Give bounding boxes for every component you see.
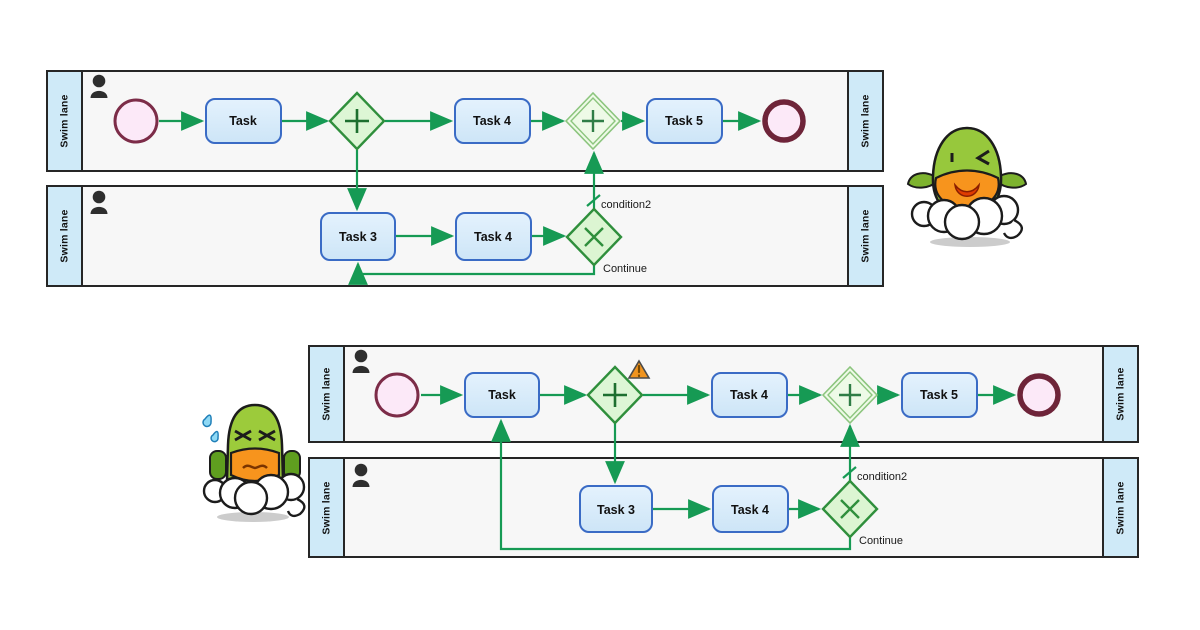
cloud-curl	[286, 497, 306, 518]
cloud	[202, 472, 306, 518]
lane-bottom-1: Swim lane Swim lane	[308, 345, 1139, 443]
mascot-left-arm	[209, 450, 227, 480]
mascot-squeezed-eyes	[234, 429, 276, 442]
diagram-top: Swim lane Swim lane Swim lane Swim lane	[46, 70, 884, 287]
lane-label-strip: Swim lane	[847, 187, 882, 285]
cloud	[910, 194, 1023, 241]
lane-label-strip: Swim lane	[1102, 347, 1137, 441]
diagram-bottom: Swim lane Swim lane Swim lane Swim lane	[308, 345, 1139, 558]
lane-label: Swim lane	[1114, 367, 1127, 421]
lane-label: Swim lane	[859, 209, 872, 263]
lane-label-strip: Swim lane	[310, 459, 345, 556]
lane-label: Swim lane	[1114, 480, 1127, 535]
lane-label: Swim lane	[58, 209, 71, 263]
mascot-wink-eye	[975, 149, 990, 166]
mascot-frown	[242, 464, 268, 470]
lane-label-strip: Swim lane	[847, 72, 882, 170]
lane-label: Swim lane	[58, 94, 71, 148]
lane-label-strip: Swim lane	[310, 347, 345, 441]
lane-top-1: Swim lane Swim lane	[46, 70, 884, 172]
mascot-left-wing	[906, 172, 938, 189]
lane-label-strip: Swim lane	[48, 72, 83, 170]
mascot-right-wing	[996, 172, 1028, 189]
winking-mascot-on-cloud-icon	[906, 126, 1028, 247]
lane-bottom-2: Swim lane Swim lane	[308, 457, 1139, 558]
lane-label: Swim lane	[320, 367, 333, 421]
cloud-curl	[1002, 218, 1023, 240]
lane-top-2: Swim lane Swim lane	[46, 185, 884, 287]
stressed-mascot-on-cloud-icon	[202, 403, 306, 522]
mascot-mouth	[953, 182, 981, 197]
lane-label-strip: Swim lane	[48, 187, 83, 285]
sweat-drops-icon	[202, 414, 219, 443]
lane-label: Swim lane	[320, 480, 333, 535]
lane-label: Swim lane	[859, 94, 872, 148]
lane-label-strip: Swim lane	[1102, 459, 1137, 556]
